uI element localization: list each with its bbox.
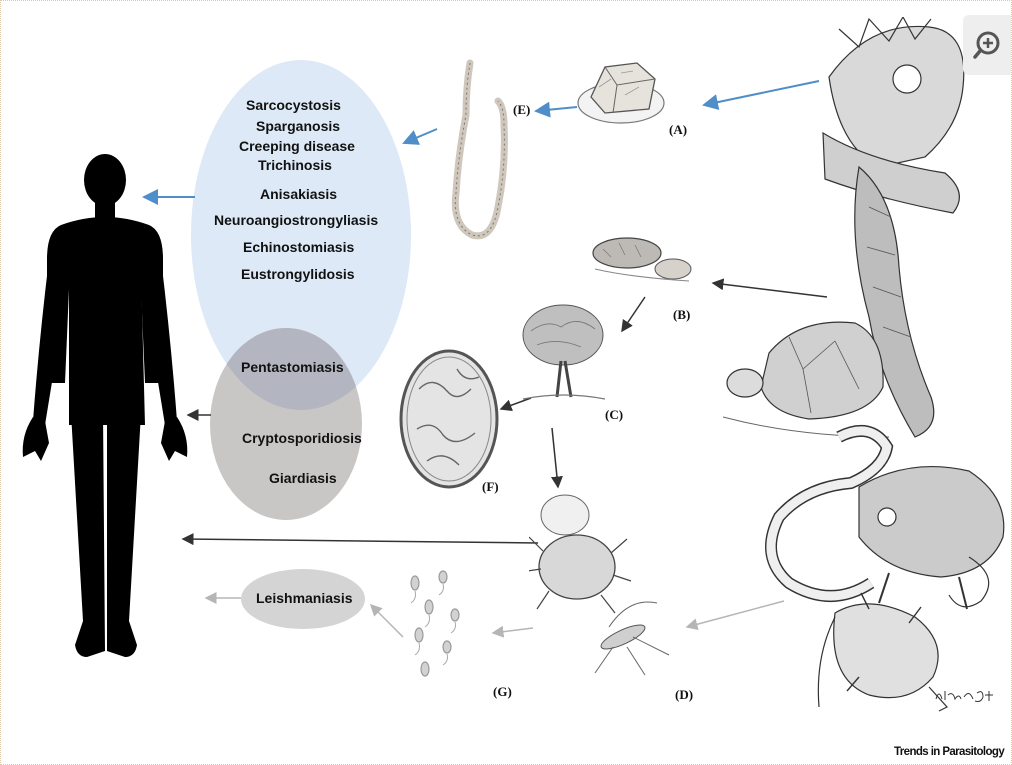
disease-label-leishmaniasis: Leishmaniasis	[256, 590, 353, 606]
arrow-d-to-g	[493, 628, 533, 633]
disease-label-anisakiasis: Anisakiasis	[260, 186, 337, 202]
plant-illustration	[517, 301, 609, 405]
disease-label-trichinosis: Trichinosis	[258, 157, 332, 173]
arrow-b-to-c	[622, 297, 645, 331]
panel-label-d: (D)	[675, 687, 693, 703]
panel-label-g: (G)	[493, 684, 512, 700]
artist-signature	[933, 685, 995, 705]
zoom-in-button[interactable]	[963, 15, 1011, 75]
reptiles-illustration	[719, 17, 1012, 721]
arthropod-vectors-illustration	[529, 487, 689, 683]
disease-label-pentastomiasis: Pentastomiasis	[241, 359, 344, 375]
meat-plate-illustration	[575, 57, 667, 127]
disease-label-sparganosis: Sparganosis	[256, 118, 340, 134]
disease-label-creeping-disease: Creeping disease	[239, 138, 355, 154]
arrow-a-to-e	[536, 107, 577, 111]
disease-label-echinostomiasis: Echinostomiasis	[243, 239, 354, 255]
promastigotes-illustration	[399, 569, 475, 687]
panel-label-a: (A)	[669, 122, 687, 138]
disease-label-neuroangiostrongyliasis: Neuroangiostrongyliasis	[214, 212, 378, 228]
journal-credit: Trends in Parasitology	[894, 746, 1004, 758]
tapeworm-illustration	[438, 57, 518, 247]
panel-label-f: (F)	[482, 479, 499, 495]
disease-label-cryptosporidiosis: Cryptosporidiosis	[242, 430, 362, 446]
arrow-e-to-ellipse	[404, 129, 437, 143]
disease-label-sarcocystosis: Sarcocystosis	[246, 97, 341, 113]
disease-label-eustrongylidosis: Eustrongylidosis	[241, 266, 355, 282]
arrow-c-to-d	[552, 428, 558, 487]
panel-label-e: (E)	[513, 102, 530, 118]
panel-label-b: (B)	[673, 307, 690, 323]
arrow-d-to-human	[183, 539, 538, 543]
human-silhouette-icon	[13, 151, 199, 663]
cyst-illustration	[399, 349, 503, 493]
disease-label-giardiasis: Giardiasis	[269, 470, 337, 486]
zoom-in-icon	[972, 30, 1002, 60]
egg-illustration	[589, 229, 701, 287]
panel-label-c: (C)	[605, 407, 623, 423]
